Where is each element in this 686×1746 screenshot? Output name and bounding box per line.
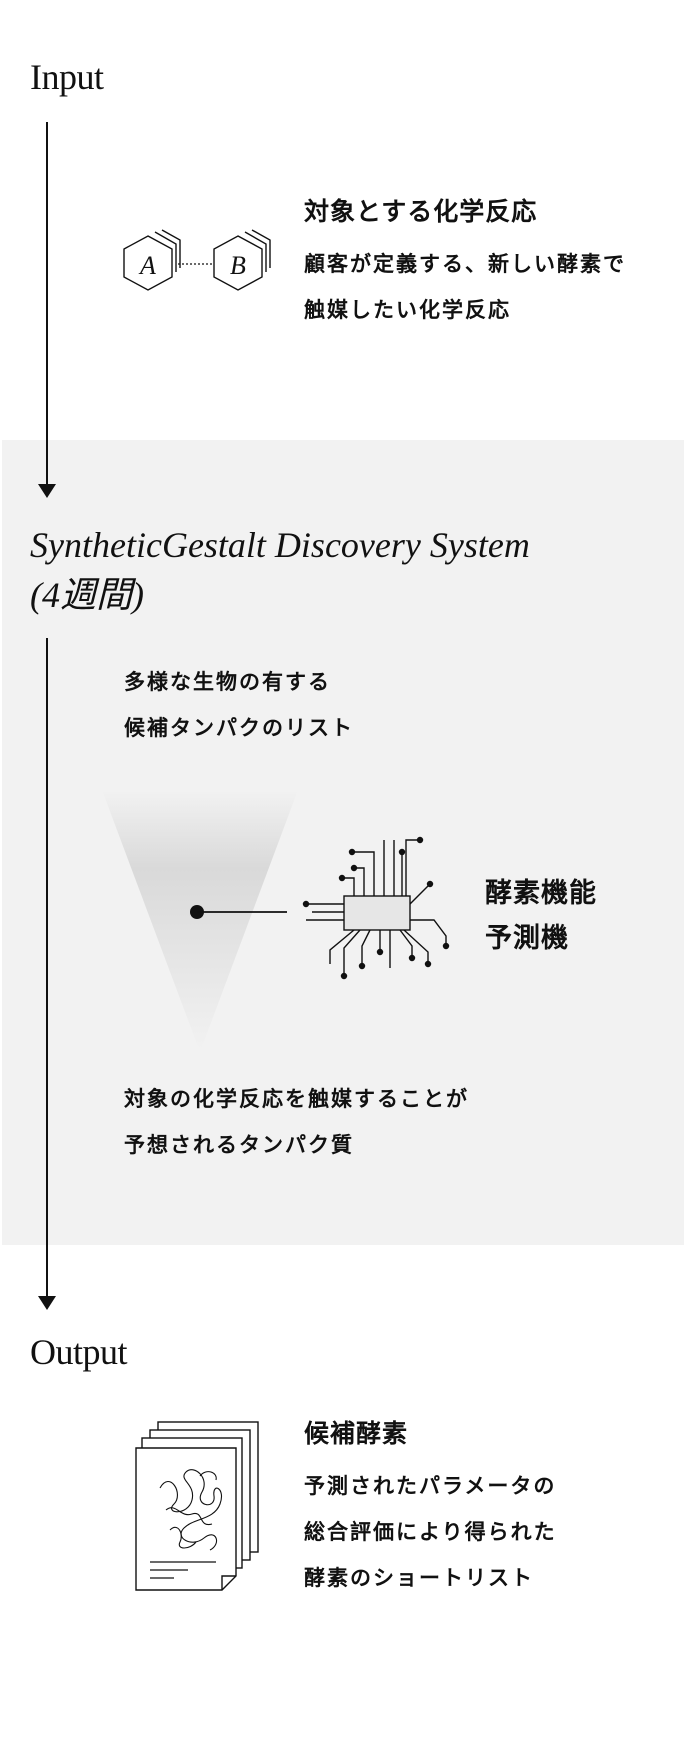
output-description-line2: 総合評価により得られた — [304, 1520, 557, 1544]
output-arrow-head — [38, 1296, 56, 1310]
reaction-heading: 対象とする化学反応 — [304, 197, 538, 226]
hexagon-a-icon — [123, 229, 181, 291]
document-stack-icon — [135, 1421, 259, 1591]
predictor-label-line2: 予測機 — [485, 923, 569, 954]
output-description-line3: 酵素のショートリスト — [304, 1566, 534, 1590]
chip-icon — [302, 836, 450, 980]
input-title: Input — [30, 57, 104, 97]
result-line2: 予想されるタンパク質 — [124, 1133, 354, 1157]
output-description-line1: 予測されたパラメータの — [304, 1474, 557, 1498]
output-heading: 候補酵素 — [304, 1419, 409, 1448]
output-title: Output — [30, 1332, 128, 1372]
hexagon-b-icon — [213, 229, 271, 291]
system-title-line2: (4週間) — [30, 575, 144, 615]
system-panel — [2, 440, 684, 1245]
reaction-description-line1: 顧客が定義する、新しい酵素で — [304, 252, 626, 276]
reaction-label-b: B — [230, 251, 246, 280]
candidate-funnel — [102, 790, 298, 1052]
candidates-line1: 多様な生物の有する — [124, 670, 331, 694]
reaction-icon: A B — [123, 229, 271, 291]
predictor-label-line1: 酵素機能 — [485, 878, 597, 909]
result-line1: 対象の化学反応を触媒することが — [124, 1087, 469, 1111]
input-arrow-head — [38, 484, 56, 498]
candidates-line2: 候補タンパクのリスト — [124, 716, 354, 740]
reaction-label-a: A — [138, 251, 156, 280]
protein-structure-icon — [159, 1469, 222, 1551]
system-title-line1: SyntheticGestalt Discovery System — [30, 525, 530, 565]
reaction-description-line2: 触媒したい化学反応 — [304, 298, 511, 322]
predictor-diagram — [102, 790, 450, 1052]
